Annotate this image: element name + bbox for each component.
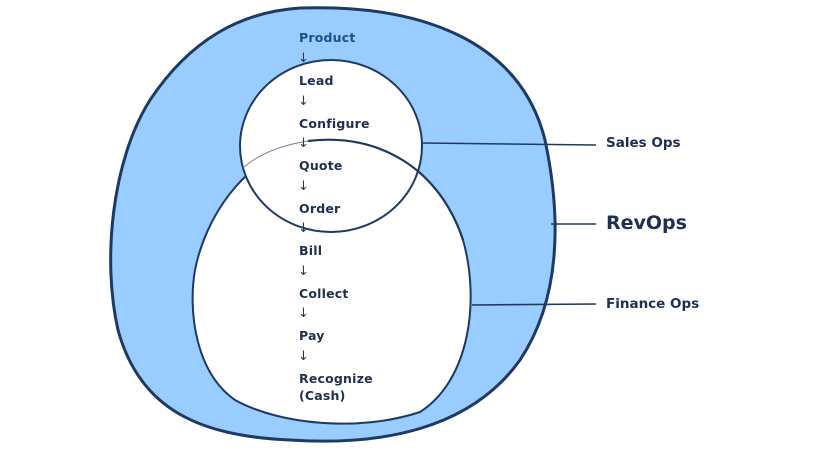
flow-step-cash: (Cash) [299,388,346,403]
finance-ops-callout-line [471,303,597,306]
down-arrow-icon: ↓ [298,94,309,109]
flow-step-recognize: Recognize [299,371,373,386]
flow-step-pay: Pay [299,328,325,343]
flow-step-product: Product [299,30,356,45]
sales-ops-region [239,59,423,233]
down-arrow-icon: ↓ [298,136,309,151]
flow-step-lead: Lead [299,73,334,88]
revops-label: RevOps [606,212,687,234]
down-arrow-icon: ↓ [298,51,309,66]
down-arrow-icon: ↓ [298,221,309,236]
down-arrow-icon: ↓ [298,349,309,364]
finance-ops-overlap-edge [307,138,465,241]
sales-ops-label: Sales Ops [606,135,681,151]
sales-ops-callout-line [421,142,597,146]
down-arrow-icon: ↓ [298,264,309,279]
flow-step-quote: Quote [299,158,343,173]
down-arrow-icon: ↓ [298,179,309,194]
down-arrow-icon: ↓ [298,306,309,321]
flow-step-bill: Bill [299,243,323,258]
finance-ops-label: Finance Ops [606,296,700,312]
finance-ops-overlap-edge-left [242,140,309,169]
flow-step-collect: Collect [299,286,349,301]
flow-step-order: Order [299,201,341,216]
flow-step-configure: Configure [299,116,370,131]
